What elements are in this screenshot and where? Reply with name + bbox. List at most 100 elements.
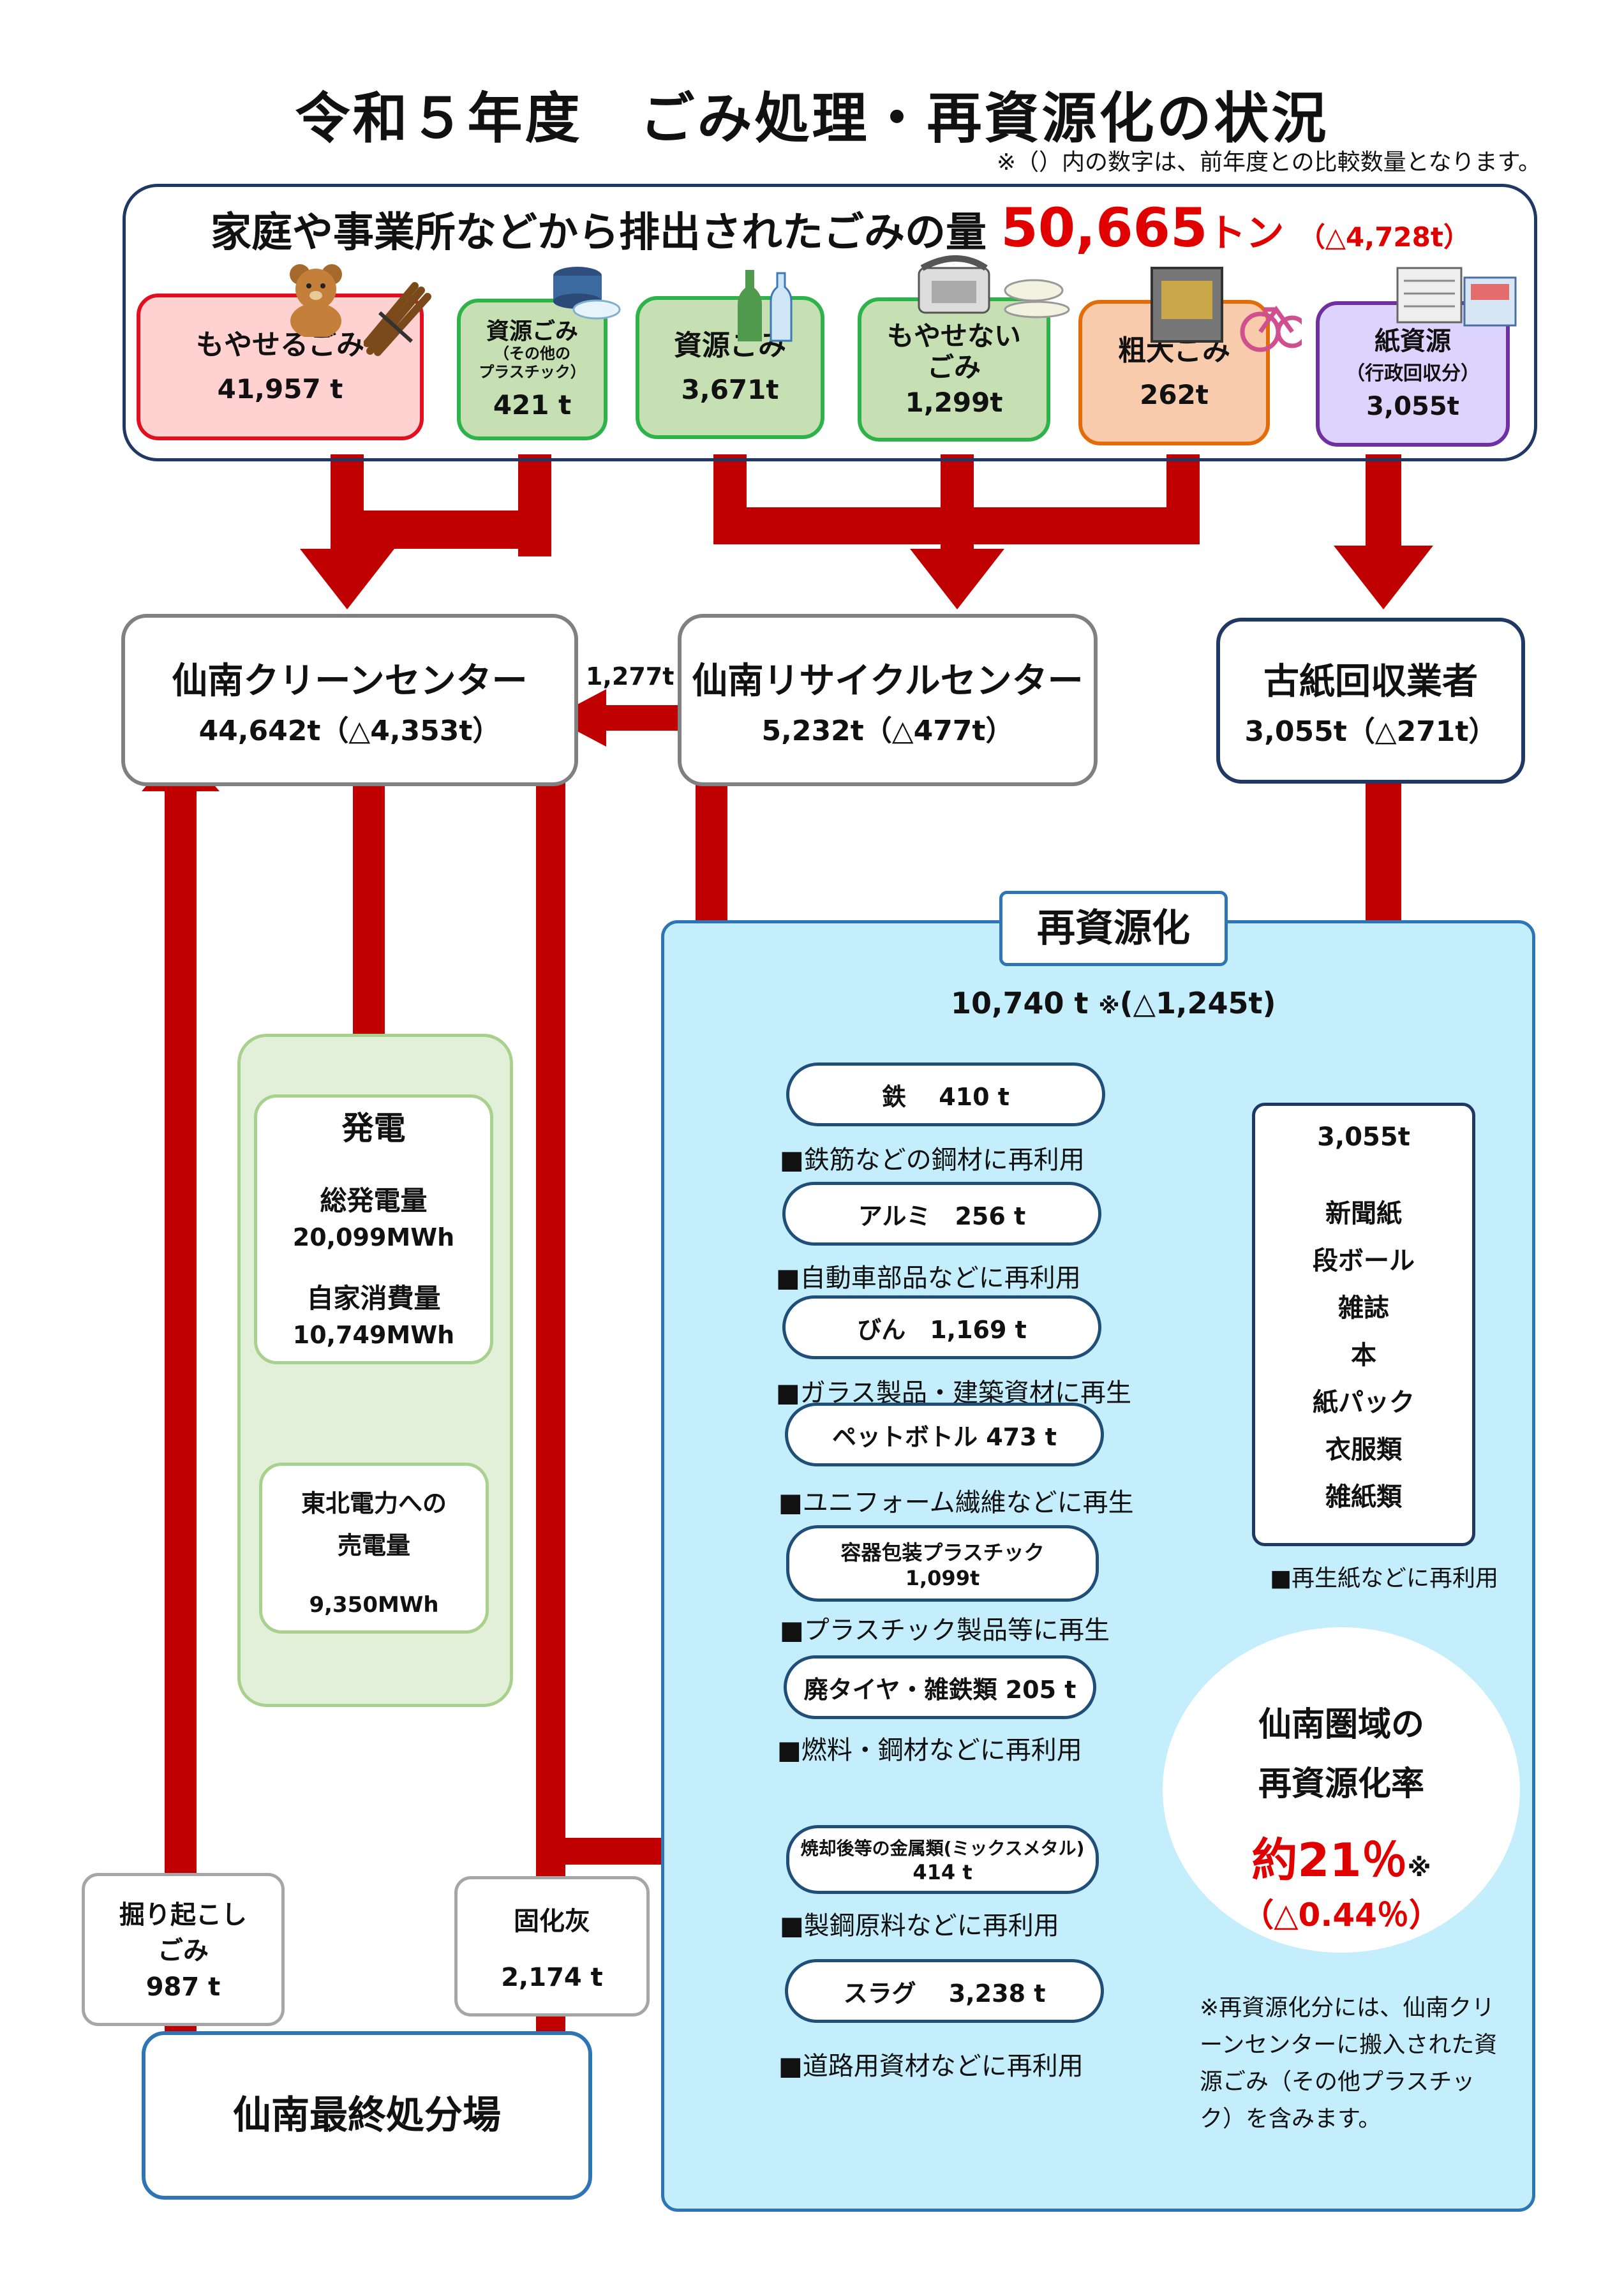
clean-center-box: 仙南クリーンセンター 44,642t（△4,353t） — [121, 614, 578, 786]
paper-item: 衣服類 — [1325, 1435, 1402, 1465]
recycling-title: 再資源化 — [999, 891, 1228, 966]
paper-item: 紙パック — [1313, 1388, 1415, 1417]
category-value: 3,671t — [681, 373, 779, 405]
rate-line2: 再資源化率 — [1258, 1765, 1424, 1803]
comparison-note: ※（）内の数字は、前年度との比較数量となります。 — [996, 149, 1541, 175]
power-self-value: 10,749MWh — [292, 1321, 455, 1349]
category-sub: （行政回収分） — [1346, 362, 1480, 385]
recycle-center-value: 5,232t（△477t） — [761, 714, 1014, 747]
telephone-dishes-icon — [913, 255, 1072, 328]
category-value: 3,055t — [1366, 392, 1459, 421]
recycle-item-pet-bottle: ペットボトル 473 t — [785, 1403, 1104, 1466]
recycle-item-label: スラグ 3,238 t — [843, 1979, 1046, 2008]
ash-box: 固化灰 2,174 t — [454, 1876, 650, 2016]
recycle-item-use: ■自動車部品などに再利用 — [776, 1264, 1081, 1293]
recycle-item-bottle: びん 1,169 t — [782, 1295, 1101, 1359]
recycle-item-use: ■鉄筋などの鋼材に再利用 — [780, 1145, 1085, 1175]
rate-mark: ※ — [1407, 1854, 1431, 1882]
rate-line1: 仙南圏域の — [1258, 1706, 1424, 1744]
plastic-container-icon — [546, 262, 622, 328]
recycling-footnote: ※再資源化分には、仙南クリーンセンターに搬入された資源ごみ（その他プラスチック）… — [1200, 1995, 1498, 2132]
recycling-total: 10,740 t ※(△1,245t) — [951, 986, 1276, 1020]
paper-item: 本 — [1351, 1341, 1376, 1370]
paper-item: 雑紙類 — [1325, 1482, 1402, 1512]
power-self-label: 自家消費量 — [306, 1283, 441, 1314]
dig-value: 987 t — [145, 1972, 221, 2002]
teddy-bear-icon — [281, 260, 351, 339]
category-burnable: もやせるごみ 41,957 t — [137, 294, 424, 440]
recycle-item-label: 廃タイヤ・雑鉄類 205 t — [803, 1675, 1076, 1704]
recycle-item-iron: 鉄 410 t — [786, 1062, 1105, 1126]
total-label: 家庭や事業所などから排出されたごみの量 — [211, 209, 987, 257]
recycle-item-label: びん 1,169 t — [857, 1315, 1027, 1344]
recycling-total-mark: ※ — [1098, 994, 1120, 1019]
category-name: 資源ごみ — [674, 329, 786, 362]
clean-center-name: 仙南クリーンセンター — [172, 660, 528, 702]
recycling-rate-circle: 仙南圏域の 再資源化率 約21％※ （△0.44％） — [1163, 1627, 1520, 1953]
recycle-item-aluminum: アルミ 256 t — [782, 1182, 1101, 1246]
glass-bottle-icon — [726, 267, 803, 346]
category-sub: （その他の プラスチック） — [479, 345, 586, 382]
paper-collector-box: 古紙回収業者 3,055t（△271t） — [1216, 618, 1525, 784]
category-resource: 資源ごみ 3,671t — [636, 296, 824, 439]
recycle-item-label: 鉄 410 t — [882, 1082, 1009, 1111]
recycle-center-box: 仙南リサイクルセンター 5,232t（△477t） — [678, 614, 1098, 786]
recycle-item-tire-scrap: 廃タイヤ・雑鉄類 205 t — [784, 1655, 1096, 1719]
category-non-burnable: もやせない ごみ 1,299t — [858, 297, 1050, 442]
power-gen-label: 総発電量 — [320, 1185, 428, 1216]
recycle-item-use: ■製鋼原料などに再利用 — [780, 1911, 1059, 1941]
recycle-item-label: 焼却後等の金属類(ミックスメタル) — [800, 1838, 1085, 1859]
power-gen-value: 20,099MWh — [292, 1223, 455, 1251]
paper-detail-total: 3,055t — [1317, 1122, 1410, 1152]
recycle-item-mixed-metal: 焼却後等の金属類(ミックスメタル)414 t — [786, 1825, 1099, 1894]
total-diff: （△4,728t） — [1298, 221, 1470, 253]
category-resource-plastic: 資源ごみ （その他の プラスチック） 421 t — [457, 299, 607, 440]
clean-center-value: 44,642t（△4,353t） — [198, 714, 501, 747]
ash-label: 固化灰 — [514, 1907, 590, 1936]
category-value: 41,957 t — [217, 373, 343, 405]
power-sell-box: 東北電力への 売電量 9,350MWh — [259, 1463, 489, 1634]
paper-item: 雑誌 — [1338, 1293, 1389, 1323]
paper-item: 段ボール — [1313, 1246, 1415, 1276]
total-value: 50,665 — [1001, 197, 1208, 259]
power-sell-label: 東北電力への 売電量 — [301, 1489, 447, 1560]
paper-collector-name: 古紙回収業者 — [1263, 660, 1478, 703]
page-title: 令和５年度 ごみ処理・再資源化の状況 — [295, 87, 1329, 151]
category-name: もやせない ごみ — [886, 320, 1021, 383]
category-name: もやせるごみ — [196, 329, 364, 362]
total-waste-headline: 家庭や事業所などから排出されたごみの量 50,665トン （△4,728t） — [211, 197, 1470, 259]
waste-source-frame — [123, 184, 1537, 461]
category-paper: 紙資源 （行政回収分） 3,055t — [1316, 301, 1510, 447]
total-unit: トン — [1207, 211, 1285, 256]
category-value: 1,299t — [905, 386, 1003, 418]
rate-diff: （△0.44％） — [1242, 1897, 1441, 1934]
rate-value: 約21％ — [1251, 1833, 1408, 1887]
dig-label: 掘り起こし ごみ — [119, 1900, 247, 1965]
firewood-bundle-icon — [363, 281, 434, 360]
recycle-item-slag: スラグ 3,238 t — [785, 1959, 1104, 2023]
recycling-total-value: 10,740 t — [951, 986, 1089, 1020]
category-name: 資源ごみ — [486, 318, 578, 345]
landfill-box: 仙南最終処分場 — [142, 2031, 592, 2200]
recycle-item-label: 容器包装プラスチック — [840, 1540, 1045, 1565]
paper-item: 新聞紙 — [1325, 1199, 1402, 1228]
category-name: 紙資源 — [1374, 327, 1451, 356]
power-sell-value: 9,350MWh — [309, 1592, 439, 1618]
category-value: 262t — [1140, 378, 1209, 410]
recycle-item-use: ■プラスチック製品等に再生 — [780, 1616, 1110, 1645]
recycle-item-label: ペットボトル 473 t — [832, 1422, 1057, 1451]
newspaper-bundle-icon — [1391, 258, 1519, 334]
recycle-center-name: 仙南リサイクルセンター — [692, 660, 1084, 702]
recycling-total-diff: (△1,245t) — [1119, 986, 1276, 1020]
recycle-item-amount: 414 t — [913, 1860, 972, 1884]
paper-detail-box: 3,055t 新聞紙段ボール雑誌本紙パック衣服類雑紙類 — [1252, 1103, 1475, 1546]
oven-bicycle-icon — [1149, 265, 1309, 357]
recycle-item-label: アルミ 256 t — [858, 1202, 1026, 1230]
recycle-item-use: ■道路用資材などに再利用 — [778, 2052, 1084, 2081]
power-title: 発電 — [341, 1110, 406, 1147]
category-value: 421 t — [493, 389, 572, 421]
recycle-item-use: ■ユニフォーム繊維などに再生 — [778, 1488, 1134, 1517]
transfer-amount: 1,277t — [586, 662, 674, 690]
dig-waste-box: 掘り起こし ごみ 987 t — [82, 1873, 285, 2026]
